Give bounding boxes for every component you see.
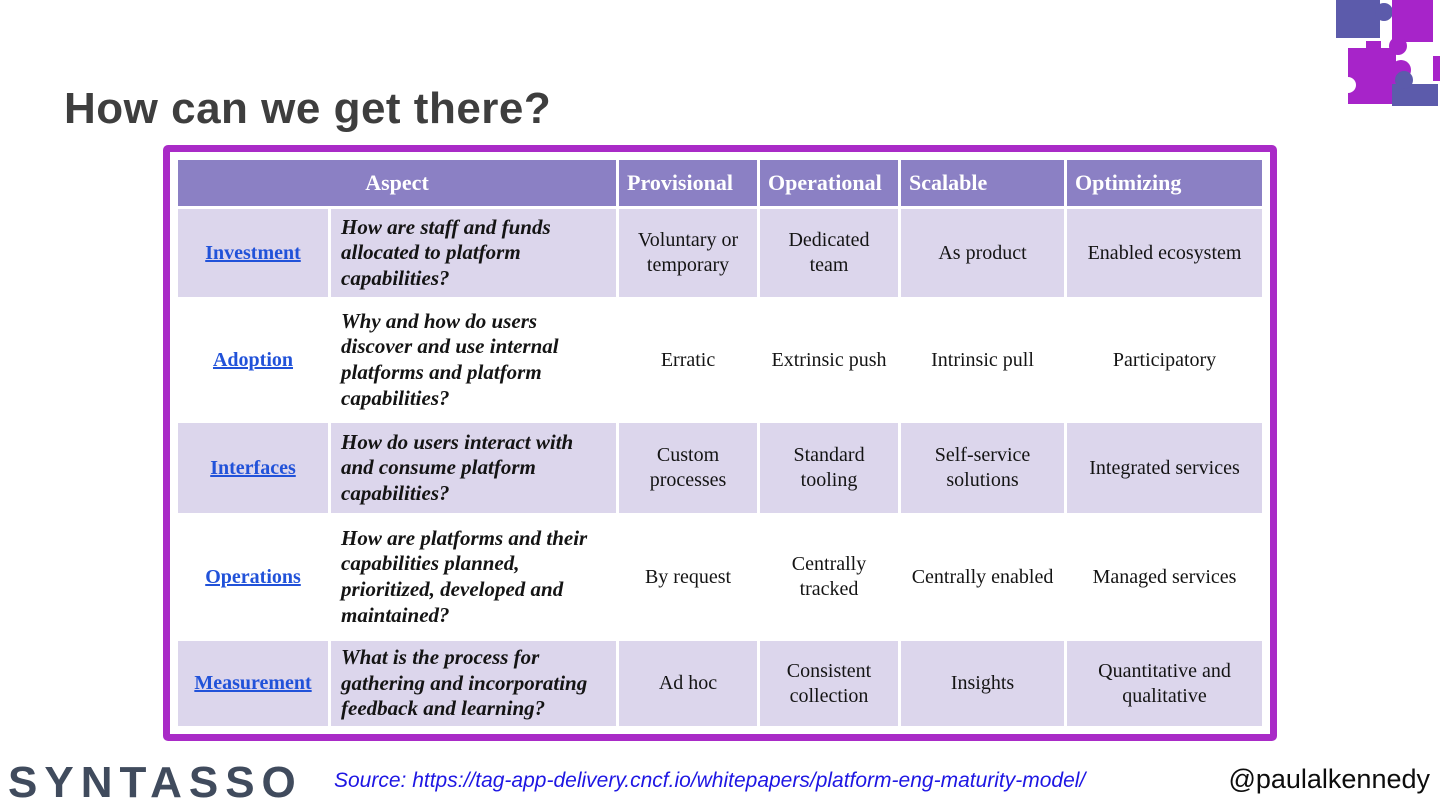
cell-provisional: Custom processes [619, 423, 758, 513]
logo-piece-top-right-magenta [1389, 0, 1433, 55]
header-optimizing: Optimizing [1067, 160, 1263, 206]
aspect-question: How do users interact with and consume p… [331, 423, 617, 513]
header-provisional: Provisional [619, 160, 758, 206]
cell-provisional: By request [619, 516, 758, 638]
aspect-question: How are platforms and their capabilities… [331, 516, 617, 638]
cell-scalable: Centrally enabled [901, 516, 1065, 638]
cell-optimizing: Enabled ecosystem [1067, 209, 1263, 297]
logo-socket-cut [1340, 77, 1356, 93]
logo-piece-center-magenta [1348, 41, 1411, 104]
logo-piece-top-left-indigo [1336, 0, 1393, 38]
table-row: Measurement What is the process for gath… [178, 641, 1263, 726]
header-row: Aspect Provisional Operational Scalable … [178, 160, 1263, 206]
social-handle: @paulalkennedy [1228, 764, 1430, 794]
page-title: How can we get there? [64, 84, 552, 133]
cell-optimizing: Participatory [1067, 300, 1263, 420]
aspect-link[interactable]: Measurement [194, 672, 312, 694]
maturity-table: Aspect Provisional Operational Scalable … [175, 157, 1265, 729]
header-aspect: Aspect [178, 160, 617, 206]
cell-optimizing: Integrated services [1067, 423, 1263, 513]
cell-scalable: Intrinsic pull [901, 300, 1065, 420]
table-row: Interfaces How do users interact with an… [178, 423, 1263, 513]
cell-operational: Extrinsic push [760, 300, 899, 420]
aspect-question: Why and how do users discover and use in… [331, 300, 617, 420]
cell-operational: Dedicated team [760, 209, 899, 297]
table-row: Operations How are platforms and their c… [178, 516, 1263, 638]
cell-operational: Consistent collection [760, 641, 899, 726]
cell-operational: Centrally tracked [760, 516, 899, 638]
source-link[interactable]: Source: https://tag-app-delivery.cncf.io… [334, 769, 1086, 792]
maturity-table-frame: Aspect Provisional Operational Scalable … [163, 145, 1277, 741]
aspect-link[interactable]: Adoption [212, 348, 294, 371]
logo-piece-bottom-right-indigo [1392, 71, 1438, 106]
cell-provisional: Erratic [619, 300, 758, 420]
table-row: Adoption Why and how do users discover a… [178, 300, 1263, 420]
cell-optimizing: Managed services [1067, 516, 1263, 638]
aspect-link[interactable]: Investment [205, 241, 301, 264]
syntasso-puzzle-logo [1336, 0, 1440, 106]
cell-scalable: Self-service solutions [901, 423, 1065, 513]
syntasso-wordmark: SYNTASSO [8, 758, 303, 807]
aspect-question: What is the process for gathering and in… [331, 641, 617, 726]
cell-provisional: Ad hoc [619, 641, 758, 726]
aspect-link[interactable]: Operations [205, 565, 301, 588]
table-row: Investment How are staff and funds alloc… [178, 209, 1263, 297]
cell-optimizing: Quantitative and qualitative [1067, 641, 1263, 726]
aspect-question: How are staff and funds allocated to pla… [331, 209, 617, 297]
cell-provisional: Voluntary or temporary [619, 209, 758, 297]
cell-operational: Standard tooling [760, 423, 899, 513]
header-scalable: Scalable [901, 160, 1065, 206]
aspect-link[interactable]: Interfaces [210, 456, 296, 479]
header-operational: Operational [760, 160, 899, 206]
cell-scalable: Insights [901, 641, 1065, 726]
cell-scalable: As product [901, 209, 1065, 297]
table-body: Investment How are staff and funds alloc… [178, 209, 1263, 726]
logo-piece-right-magenta [1433, 56, 1440, 81]
